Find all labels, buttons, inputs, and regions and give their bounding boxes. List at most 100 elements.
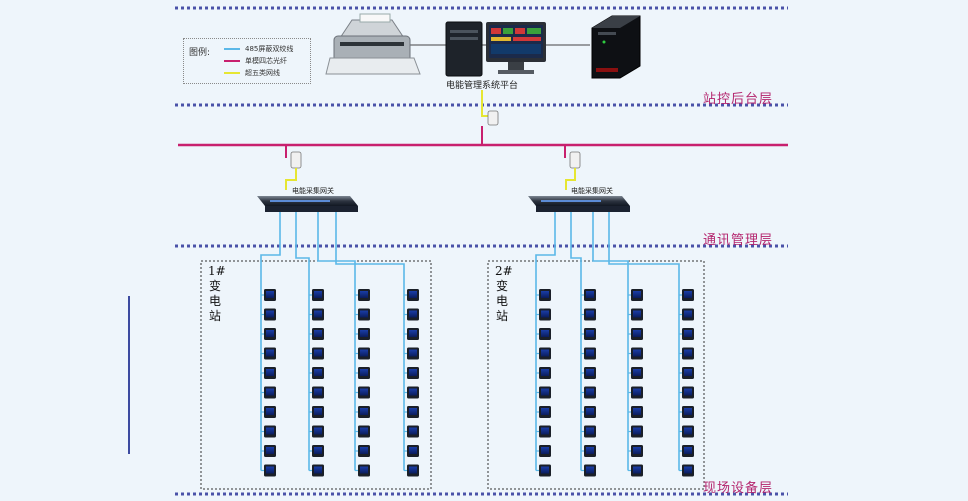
meter-screen (360, 427, 368, 435)
meter-icon (682, 464, 694, 477)
meter-icon (264, 328, 276, 340)
meter-screen (684, 427, 692, 435)
comm-layer-label: 通讯管理层 (703, 233, 774, 248)
meter-icon (312, 386, 324, 399)
meter-screen (266, 408, 274, 415)
meter-icon (312, 464, 324, 477)
meter-icon (631, 425, 643, 438)
platform-label: 电能管理系统平台 (446, 81, 519, 91)
gateway-1-label: 电能采集网关 (292, 187, 334, 195)
meter-screen (586, 291, 594, 298)
meter-screen (314, 349, 322, 357)
meter-icon (539, 328, 551, 340)
meter-icon (407, 289, 419, 301)
gateway-1 (257, 145, 358, 212)
rs485-bus (608, 212, 680, 471)
meter-icon (312, 289, 324, 301)
gateway-2 (528, 145, 630, 212)
meter-screen (633, 427, 641, 435)
meter-screen (266, 466, 274, 474)
legend-item-fiber: 单模四芯光纤 (224, 56, 287, 66)
meter-screen (586, 349, 594, 357)
station-1-char-3: 站 (208, 309, 221, 323)
meter-icon (358, 308, 370, 321)
meter-screen (586, 466, 594, 474)
meter-screen (409, 291, 417, 298)
meter-screen (586, 447, 594, 454)
meter-screen (684, 466, 692, 474)
meter-icon (312, 425, 324, 438)
fiber-swatch (224, 60, 240, 62)
meter-screen (586, 408, 594, 415)
meter-icon (584, 367, 596, 379)
station-2-number: 2# (495, 264, 513, 278)
cat5e-swatch (224, 72, 240, 74)
meter-screen (409, 388, 417, 396)
meter-icon (312, 328, 324, 340)
meter-screen (266, 291, 274, 298)
meter-icon (539, 289, 551, 301)
meter-icon (539, 464, 551, 477)
meter-icon (682, 347, 694, 360)
station-1-char-2: 电 (208, 294, 221, 308)
meter-screen (360, 330, 368, 337)
meter-icon (264, 406, 276, 418)
meter-icon (358, 328, 370, 340)
meter-screen (541, 447, 549, 454)
meter-screen (541, 291, 549, 298)
meter-icon (631, 464, 643, 477)
meter-screen (586, 310, 594, 318)
legend-item-cat5e: 超五类网线 (224, 68, 280, 78)
computer-icon (445, 21, 546, 77)
meter-screen (409, 466, 417, 474)
meter-screen (633, 330, 641, 337)
meter-icon (584, 289, 596, 301)
rs485-bus (592, 212, 629, 471)
rs485-bus (535, 212, 556, 471)
meter-icon (682, 289, 694, 301)
meter-screen (409, 330, 417, 337)
station-1-box (200, 260, 432, 490)
meter-icon (312, 308, 324, 321)
meter-screen (586, 330, 594, 337)
meter-icon (584, 425, 596, 438)
meter-icon (358, 445, 370, 457)
meter-icon (631, 289, 643, 301)
meter-screen (541, 427, 549, 435)
meter-icon (682, 328, 694, 340)
meter-screen (684, 388, 692, 396)
meter-icon (358, 406, 370, 418)
meter-screen (633, 310, 641, 318)
meter-icon (264, 347, 276, 360)
meter-icon (631, 328, 643, 340)
meter-screen (266, 349, 274, 357)
meter-screen (360, 447, 368, 454)
meter-screen (541, 330, 549, 337)
meter-icon (584, 445, 596, 457)
meter-icon (631, 308, 643, 321)
meter-icon (584, 347, 596, 360)
meter-screen (684, 349, 692, 357)
meter-screen (314, 447, 322, 454)
meter-icon (407, 464, 419, 477)
legend-item-rs485: 485屏蔽双绞线 (224, 44, 293, 54)
meter-screen (633, 369, 641, 376)
meter-icon (631, 406, 643, 418)
meter-icon (264, 445, 276, 457)
meter-icon (584, 406, 596, 418)
meter-screen (360, 310, 368, 318)
meter-icon (539, 308, 551, 321)
meter-screen (266, 330, 274, 337)
ups-icon (591, 15, 641, 79)
field-layer-label: 现场设备层 (703, 481, 774, 496)
meter-screen (541, 349, 549, 357)
meter-icon (358, 347, 370, 360)
meter-icon (407, 425, 419, 438)
meter-icon (358, 464, 370, 477)
meter-icon (358, 425, 370, 438)
meter-icon (264, 386, 276, 399)
meter-screen (314, 369, 322, 376)
meter-screen (633, 408, 641, 415)
meter-icon (264, 425, 276, 438)
